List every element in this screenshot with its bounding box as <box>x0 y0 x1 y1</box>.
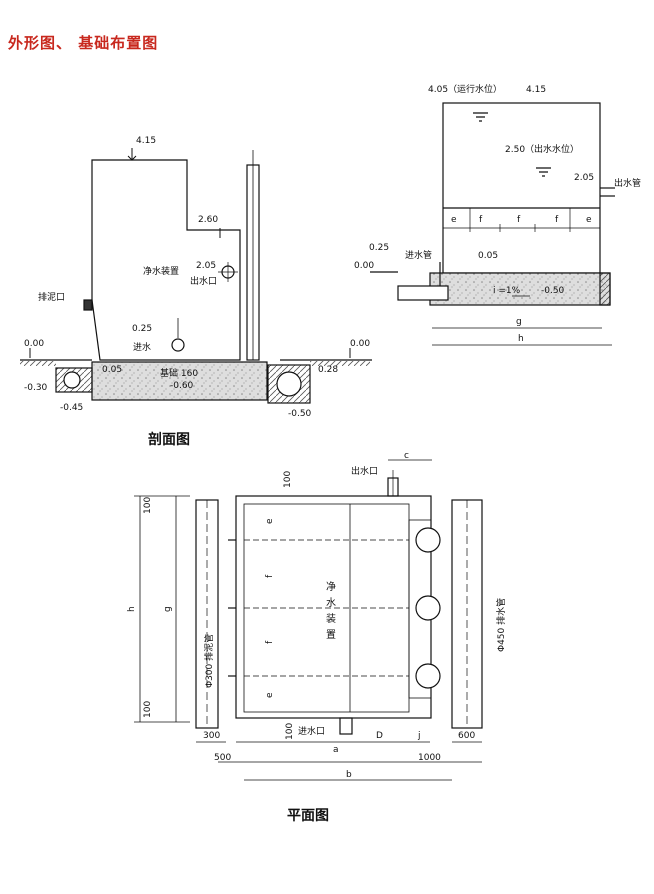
dim-plan-bottom-100: 100 <box>285 723 295 740</box>
label-out-level: 2.50（出水水位） <box>505 143 579 155</box>
dim-plan-c: c <box>404 451 409 461</box>
dim-plan-g: g <box>163 606 173 612</box>
label-side-outlet: 出水管 <box>614 177 641 189</box>
label-plan-outlet: 出水口 <box>351 465 378 477</box>
row-label-1: e <box>265 518 275 524</box>
device-char-1: 净 <box>326 580 336 593</box>
label-plan-inlet: 进水口 <box>298 725 325 737</box>
module-4: f <box>555 215 559 225</box>
side-view <box>370 102 615 346</box>
plan-view <box>134 459 483 781</box>
row-label-2: f <box>265 574 275 578</box>
label-drain-pipe: Φ450 排水管 <box>495 598 507 652</box>
section-view <box>20 148 372 404</box>
dim-side-h: h <box>518 334 524 344</box>
label-base-top: 0.05 <box>102 365 122 375</box>
label-inlet-level: 0.25 <box>132 324 152 334</box>
section-labels: 4.15 2.60 2.05 出水口 净水装置 排泥口 0.25 进水 0.00… <box>24 136 370 419</box>
label-ground-left: 0.00 <box>24 339 44 349</box>
dim-plan-500: 500 <box>214 753 231 763</box>
side-base <box>429 272 611 306</box>
plan-caption: 平面图 <box>287 808 329 824</box>
label-slope: i =1% <box>493 286 521 296</box>
module-5: e <box>586 215 592 225</box>
dim-plan-b: b <box>346 770 352 780</box>
label-side-top: 4.15 <box>526 85 546 95</box>
side-tank <box>442 102 601 274</box>
sludge-nozzle <box>83 299 93 311</box>
module-3: f <box>517 215 521 225</box>
device-char-3: 装 <box>326 612 336 625</box>
page-title: 外形图、 基础布置图 <box>8 34 159 52</box>
module-2: f <box>479 215 483 225</box>
outlet-well-2 <box>415 595 441 621</box>
label-side-inlet: 进水管 <box>405 249 432 261</box>
label-side-outlet-level: 2.05 <box>574 173 594 183</box>
dim-plan-1000: 1000 <box>418 753 441 763</box>
dim-side-g: g <box>516 317 522 327</box>
label-base-bottom: -0.60 <box>170 381 194 391</box>
section-caption: 剖面图 <box>148 431 190 448</box>
label-run-level: 4.05（运行水位） <box>428 83 502 95</box>
dim-plan-top: 100 <box>283 471 293 488</box>
row-label-4: e <box>265 692 275 698</box>
label-outlet-level: 2.05 <box>196 261 216 271</box>
dim-plan-a: a <box>333 745 339 755</box>
label-side-base-bottom: -0.50 <box>541 286 565 296</box>
plan-labels: 出水口 c 100 100 100 h g e f f e 净 水 装 置 Φ3… <box>127 451 507 780</box>
dim-plan-j: j <box>417 731 421 741</box>
label-device: 净水装置 <box>143 265 179 277</box>
label-side-ground: 0.00 <box>354 261 374 271</box>
dim-plan-h: h <box>127 606 137 612</box>
outlet-well-3 <box>415 663 441 689</box>
side-labels: 4.05（运行水位） 4.15 2.50（出水水位） 2.05 出水管 e f … <box>354 83 641 344</box>
label-top-level: 4.15 <box>136 136 156 146</box>
label-pit-right-top: 0.28 <box>318 365 338 375</box>
label-pit-right-bottom: -0.50 <box>288 409 312 419</box>
label-outlet: 出水口 <box>190 275 217 287</box>
label-side-inlet-level: 0.25 <box>369 243 389 253</box>
outlet-well-1 <box>415 527 441 553</box>
dim-plan-left-bottom: 100 <box>143 701 153 718</box>
module-1: e <box>451 215 457 225</box>
side-inlet-pipe <box>397 285 449 301</box>
dim-plan-300: 300 <box>203 731 220 741</box>
label-step-level: 2.60 <box>198 215 218 225</box>
label-base: 基础 160 <box>160 367 198 379</box>
label-pit-left-bottom: -0.45 <box>60 403 83 413</box>
label-sludge-pipe: Φ300 排泥管 <box>203 634 215 688</box>
device-char-4: 置 <box>326 629 336 641</box>
dim-plan-left-top: 100 <box>143 497 153 514</box>
label-pit-left: -0.30 <box>24 383 48 393</box>
tank-outline <box>91 159 241 361</box>
label-sludge: 排泥口 <box>38 291 65 303</box>
inlet-pipe <box>171 338 185 352</box>
device-char-2: 水 <box>326 597 336 609</box>
label-ground-right: 0.00 <box>350 339 370 349</box>
label-inlet: 进水 <box>133 341 151 353</box>
dim-plan-D: D <box>376 731 383 741</box>
label-side-mid: 0.05 <box>478 251 498 261</box>
dim-plan-600: 600 <box>458 731 475 741</box>
row-label-3: f <box>265 640 275 644</box>
